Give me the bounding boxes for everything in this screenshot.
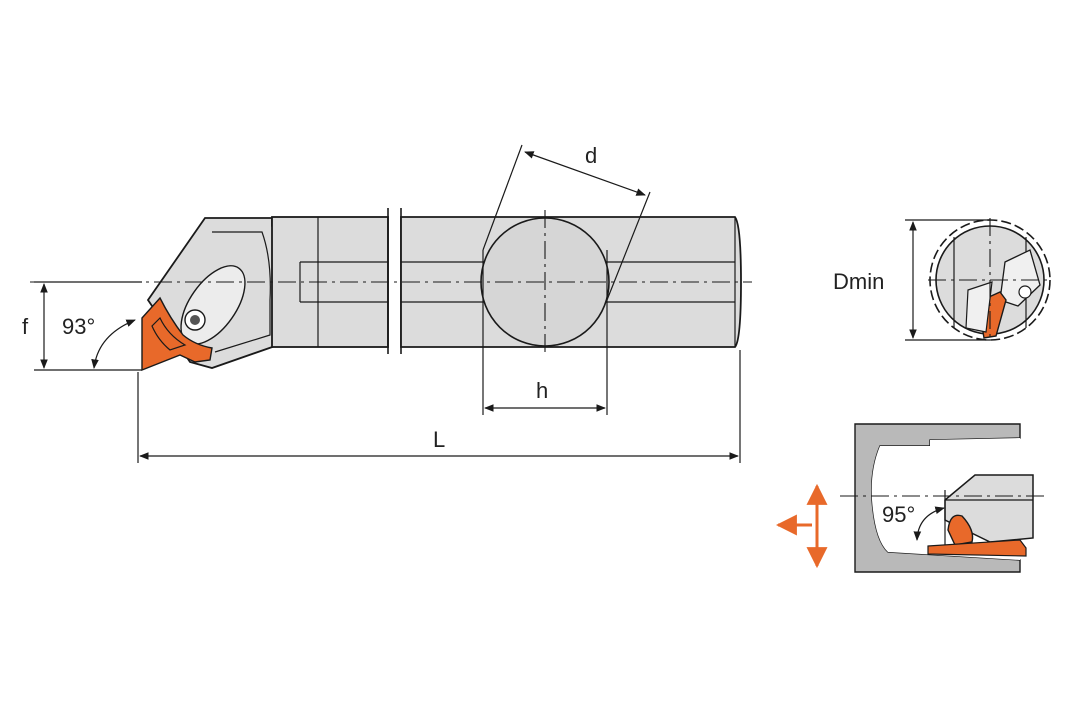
insert-pocket xyxy=(212,231,271,353)
label-dmin: Dmin xyxy=(833,269,884,294)
main-side-view xyxy=(30,208,752,372)
cutting-insert xyxy=(141,296,213,372)
label-d: d xyxy=(585,143,597,168)
end-view: Dmin xyxy=(833,218,1051,341)
angle-93: 93° xyxy=(62,314,136,369)
detail-view: 95° xyxy=(840,423,1045,573)
chip-path xyxy=(927,539,1027,557)
detail-insert xyxy=(947,514,974,546)
label-f: f xyxy=(22,314,29,339)
feed-direction-arrows xyxy=(775,483,828,569)
dimension-h: h xyxy=(482,347,608,415)
label-L: L xyxy=(433,427,445,452)
dimension-f: f xyxy=(22,281,142,371)
dimension-L: L xyxy=(137,350,741,463)
label-h: h xyxy=(536,378,548,403)
label-angle-main: 93° xyxy=(62,314,95,339)
label-angle-detail: 95° xyxy=(882,502,915,527)
dimension-d: d xyxy=(482,143,651,301)
